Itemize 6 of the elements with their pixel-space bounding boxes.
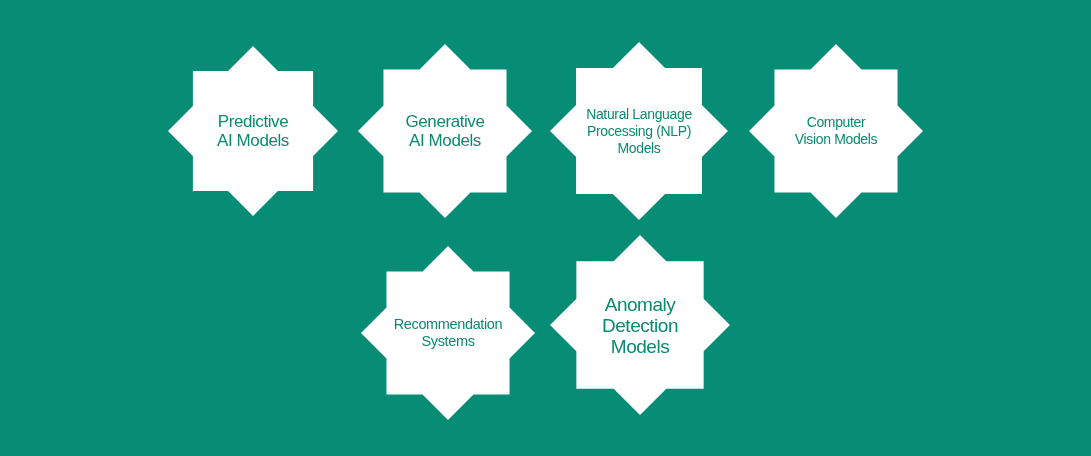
star-label: Natural Language Processing (NLP) Models bbox=[585, 105, 693, 157]
star-label: Anomaly Detection Models bbox=[601, 293, 679, 357]
star-label: Recommendation Systems bbox=[392, 316, 504, 350]
star-label: Generative AI Models bbox=[404, 112, 486, 150]
star-label: Predictive AI Models bbox=[216, 112, 290, 150]
star-label: Computer Vision Models bbox=[793, 114, 879, 148]
